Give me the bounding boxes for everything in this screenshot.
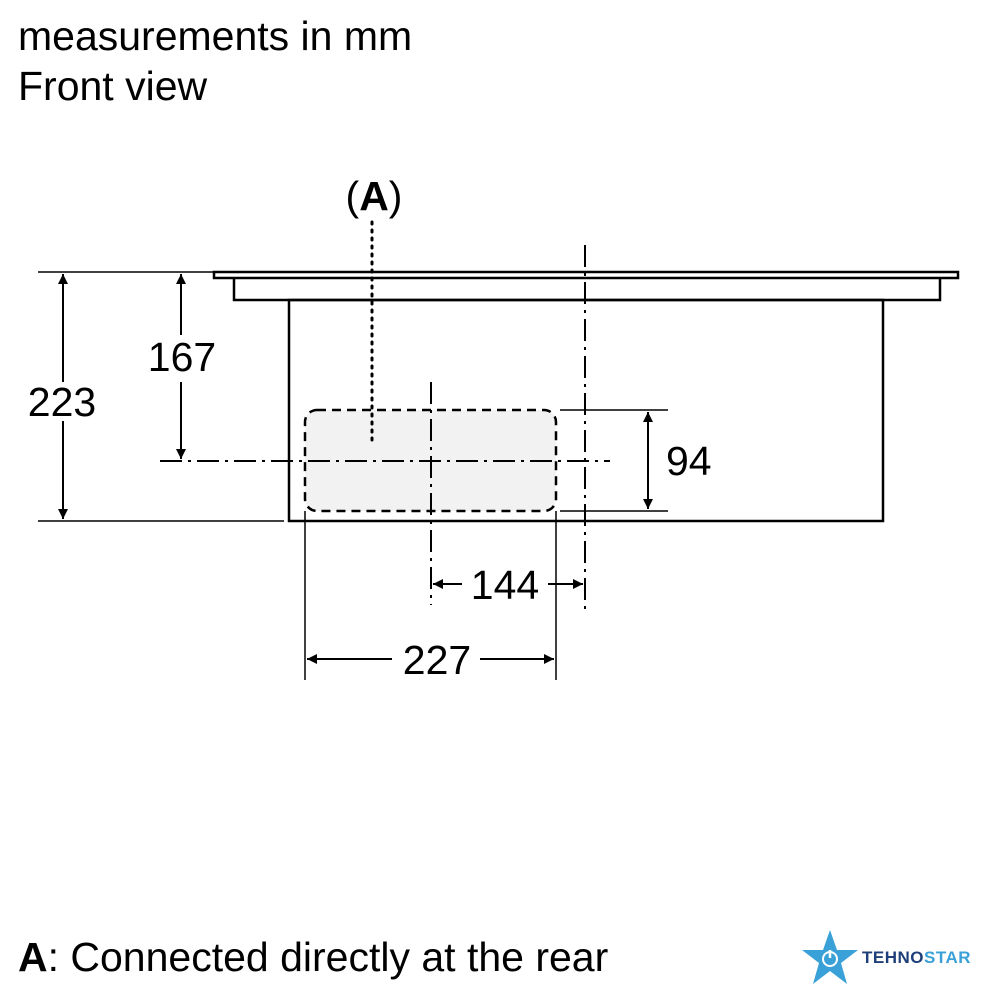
dimension-axis-height: 167 [148,274,216,459]
dimension-axis-offset: 144 [433,562,583,608]
dimension-223-label: 223 [28,379,96,425]
brand-name: TEHNOSTAR [862,948,972,967]
brand-logo: TEHNOSTAR [800,928,995,988]
legend-key: A [18,934,48,980]
dimension-connection-width: 227 [307,637,554,683]
view-title: Front view [18,63,208,109]
dimension-144-label: 144 [471,562,539,608]
callout-a-label: (A) [346,173,403,219]
dimension-connection-height: 94 [643,412,712,509]
unit-note: measurements in mm [18,13,413,59]
dimension-227-label: 227 [403,637,471,683]
dimension-total-height: 223 [28,274,96,519]
legend: A: Connected directly at the rear [18,937,608,978]
star-logo-icon [802,930,858,984]
dimension-94-label: 94 [666,438,712,484]
dimension-167-label: 167 [148,334,216,380]
legend-text: : Connected directly at the rear [47,934,609,980]
